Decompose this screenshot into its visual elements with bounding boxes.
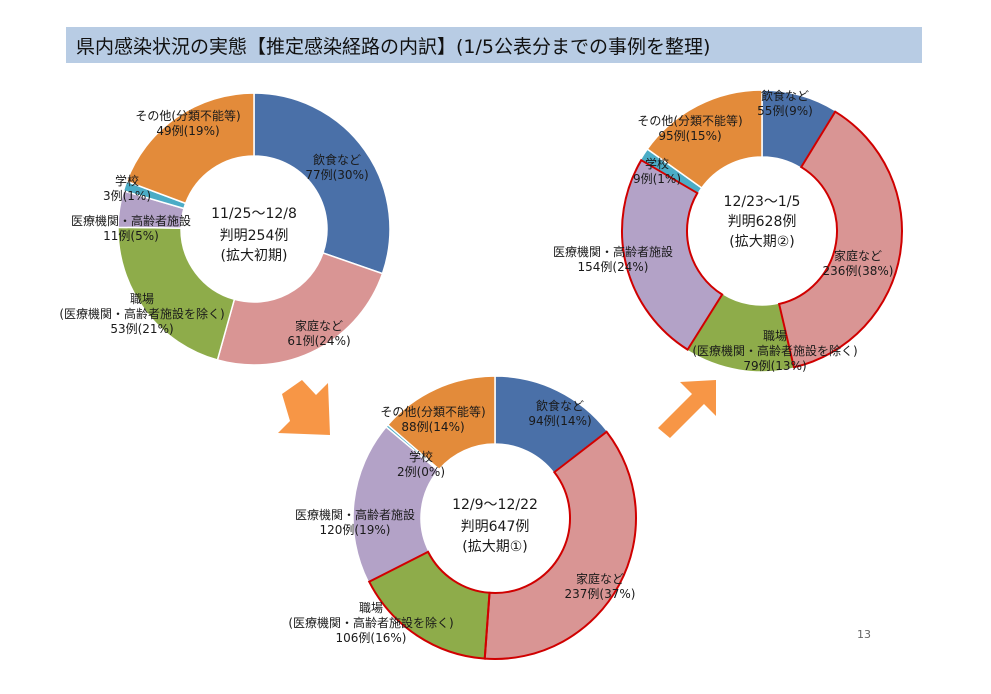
center-label-3: (拡大期②) (729, 234, 794, 250)
arrow-up-right-icon (658, 380, 716, 438)
slice-workplace (117, 226, 236, 361)
center-label-2: 判明254例 (220, 228, 289, 244)
page-number: 13 (857, 628, 871, 641)
slice-dining (253, 92, 391, 275)
slice-other (125, 92, 255, 205)
segment-label-other: その他(分類不能等)49例(19%) (135, 109, 240, 138)
slice-highlight-household (777, 110, 903, 369)
center-label-3: (拡大初期) (221, 247, 288, 264)
segment-label-workplace: 職場(医療機関・高齢者施設を除く)106例(16%) (288, 601, 453, 645)
segment-label-workplace: 職場(医療機関・高齢者施設を除く)53例(21%) (59, 292, 224, 336)
slice-other (646, 89, 763, 190)
page-title: 県内感染状況の実態【推定感染経路の内訳】(1/5公表分までの事例を整理) (76, 35, 711, 58)
segment-label-other: その他(分類不能等)95例(15%) (637, 114, 742, 143)
slice-highlight-medical (621, 158, 724, 351)
center-label-1: 11/25〜12/8 (211, 206, 297, 222)
slice-other (386, 375, 496, 471)
center-label-1: 12/23〜1/5 (724, 194, 801, 210)
center-label-1: 12/9〜12/22 (452, 497, 538, 513)
slice-highlight-household (483, 430, 637, 660)
center-label-3: (拡大期①) (462, 539, 527, 555)
title-bar: 県内感染状況の実態【推定感染経路の内訳】(1/5公表分までの事例を整理) (66, 27, 922, 63)
segment-label-workplace: 職場(医療機関・高齢者施設を除く)79例(13%) (692, 329, 857, 373)
segment-label-other: その他(分類不能等)88例(14%) (380, 405, 485, 434)
slice-household (216, 251, 384, 366)
arrow-down-right-icon (278, 380, 330, 435)
center-label-2: 判明647例 (461, 519, 530, 535)
slice-highlight-workplace (367, 550, 491, 660)
center-label-2: 判明628例 (728, 214, 797, 230)
